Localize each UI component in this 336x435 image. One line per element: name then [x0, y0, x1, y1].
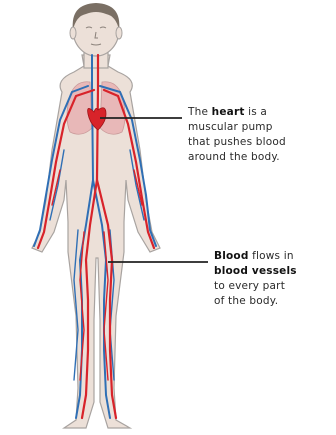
heart-term: heart	[212, 106, 245, 118]
heart-callout-line1: The heart is a	[188, 105, 336, 120]
callout-text: The	[188, 106, 212, 118]
heart-callout-line2: muscular pump	[188, 120, 336, 135]
heart-callout-line4: around the body.	[188, 150, 336, 165]
callout-text: flows in	[249, 250, 294, 262]
heart-callout: The heart is a muscular pump that pushes…	[188, 105, 336, 165]
callout-text: is a	[245, 106, 268, 118]
blood-callout-line2: blood vessels	[214, 264, 336, 279]
blood-callout-line1: Blood flows in	[214, 249, 336, 264]
blood-vessels-callout: Blood flows in blood vessels to every pa…	[214, 249, 336, 309]
blood-vessels-term: blood vessels	[214, 265, 297, 277]
blood-callout-line3: to every part	[214, 279, 336, 294]
heart-callout-line3: that pushes blood	[188, 135, 336, 150]
blood-term: Blood	[214, 250, 249, 262]
blood-callout-line4: of the body.	[214, 294, 336, 309]
